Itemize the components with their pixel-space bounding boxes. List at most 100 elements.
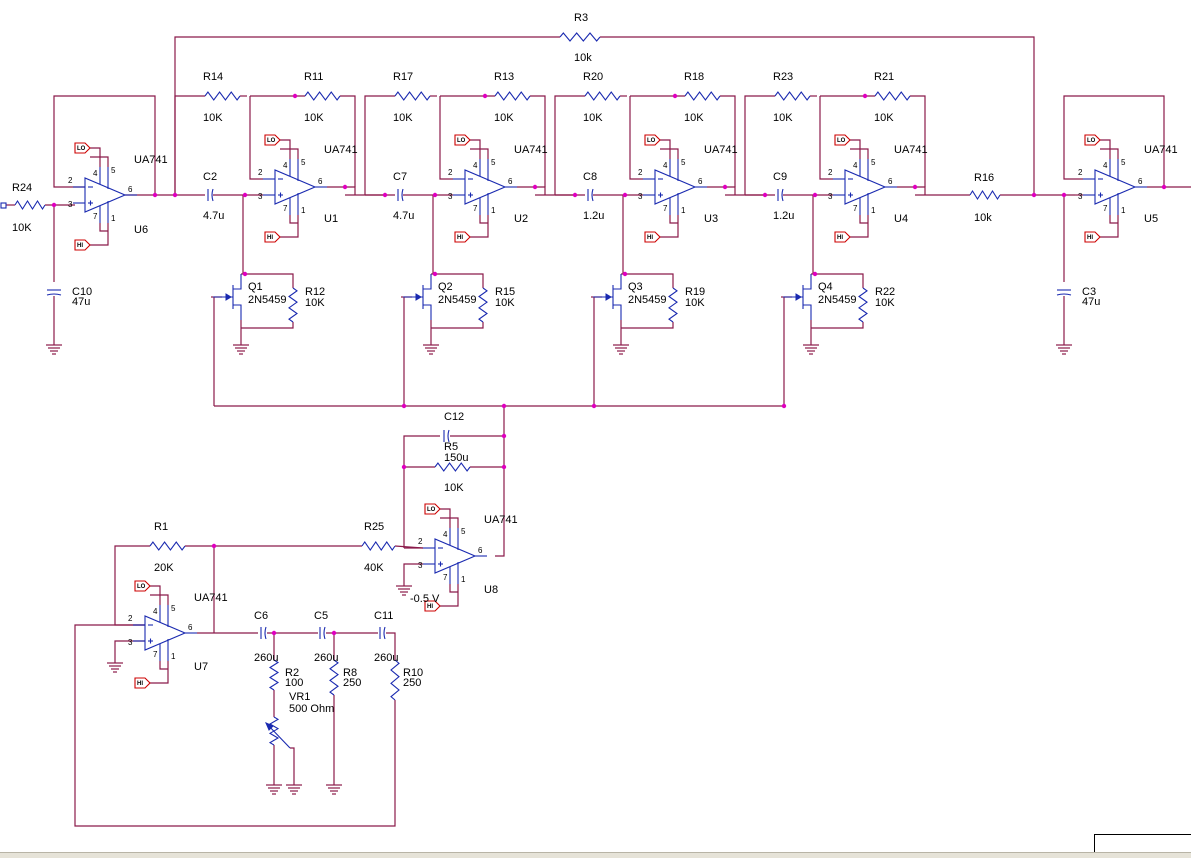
pin-number: 1	[111, 214, 116, 223]
lo-port-icon	[454, 134, 471, 146]
pin-number: 5	[491, 158, 496, 167]
resistor-value: 10K	[12, 222, 32, 234]
hi-port-icon	[264, 231, 281, 243]
capacitor-symbol	[591, 188, 594, 202]
pin-number: 5	[301, 158, 306, 167]
pin-number: 2	[128, 614, 133, 623]
supply-wire	[280, 215, 299, 238]
supply-wire	[159, 661, 168, 670]
jfet-symbol	[233, 274, 242, 290]
resistor-symbol	[204, 91, 241, 101]
wire	[600, 36, 1035, 195]
pot-ref: VR1	[289, 691, 310, 703]
wire	[621, 322, 674, 329]
resistor-value: 10K	[203, 112, 223, 124]
junction-dot	[622, 192, 628, 198]
pin-number: 4	[663, 161, 668, 170]
capacitor-value: 1.2u	[583, 210, 604, 222]
supply-wire	[660, 148, 679, 159]
supply-wire	[859, 215, 868, 224]
resistor-ref: R19	[685, 286, 705, 298]
wire	[783, 296, 792, 406]
wire	[819, 96, 833, 180]
supply-wire	[669, 215, 678, 224]
capacitor-value: 260u	[314, 652, 338, 664]
wire	[744, 95, 775, 195]
pot-value: 500 Ohm	[289, 703, 334, 715]
wire	[530, 95, 546, 187]
resistor-ref: R8	[343, 667, 357, 679]
resistor-ref: R17	[393, 71, 413, 83]
supply-wire	[1100, 148, 1119, 159]
jfet-model: 2N5459	[438, 294, 477, 306]
bias-voltage-label: -0.5 V	[410, 593, 440, 605]
supply-wire	[90, 156, 109, 167]
junction-dot	[1031, 192, 1037, 198]
resistor-symbol	[288, 287, 298, 323]
capacitor-value: 47u	[1082, 296, 1100, 308]
capacitor-ref: C2	[203, 171, 217, 183]
hi-port-label: HI	[457, 235, 463, 241]
supply-wire	[470, 139, 481, 159]
junction-dot	[812, 192, 818, 198]
capacitor-ref: C6	[254, 610, 268, 622]
junction-dot	[211, 543, 217, 549]
wire	[290, 747, 295, 785]
jfet-arrow-icon	[795, 293, 802, 301]
supply-wire	[470, 148, 489, 159]
pin-number: 7	[93, 212, 98, 221]
pin-number: 6	[1138, 177, 1143, 186]
lo-port-label: LO	[267, 138, 276, 144]
jfet-arrow-icon	[605, 293, 612, 301]
lo-port-label: LO	[457, 138, 466, 144]
wire	[403, 563, 423, 586]
lo-port-label: LO	[77, 146, 86, 152]
opamp-model: UA741	[134, 154, 168, 166]
resistor-value: 10K	[773, 112, 793, 124]
resistor-value: 10K	[444, 482, 464, 494]
junction-dot	[172, 192, 178, 198]
resistor-value: 10K	[875, 297, 895, 309]
resistor-ref: R22	[875, 286, 895, 298]
opamp-ref: U5	[1144, 213, 1158, 225]
opamp-model: UA741	[704, 144, 738, 156]
resistor-value: 10K	[684, 112, 704, 124]
jfet-model: 2N5459	[818, 294, 857, 306]
wire	[174, 95, 205, 195]
capacitor-ref: C11	[374, 610, 393, 622]
junction-dot	[51, 202, 57, 208]
supply-wire	[1109, 215, 1118, 224]
resistor-symbol	[394, 91, 431, 101]
pin-number: 7	[473, 204, 478, 213]
capacitor-symbol	[383, 626, 386, 640]
capacitor-value: 260u	[374, 652, 398, 664]
wire	[249, 96, 263, 180]
supply-wire	[289, 215, 298, 224]
jfet-arrow-icon	[225, 293, 232, 301]
hi-port-label: HI	[647, 235, 653, 241]
resistor-ref: R16	[974, 172, 994, 184]
jfet-symbol	[423, 274, 432, 290]
capacitor-value: 260u	[254, 652, 278, 664]
wire	[720, 95, 736, 187]
resistor-ref: R15	[495, 286, 515, 298]
junction-dot	[1161, 184, 1167, 190]
supply-wire	[850, 215, 869, 238]
pin-number: 3	[258, 192, 263, 201]
pin-number: 3	[1078, 192, 1083, 201]
capacitor-value: 1.2u	[773, 210, 794, 222]
supply-wire	[660, 139, 671, 159]
junction-dot	[242, 271, 248, 277]
junction-dot	[331, 630, 337, 636]
jfet-symbol	[233, 304, 242, 320]
wire	[593, 296, 602, 406]
resistor-symbol	[14, 199, 46, 211]
lo-port-icon	[834, 134, 851, 146]
supply-wire	[280, 148, 299, 159]
resistor-ref: R11	[304, 71, 323, 83]
supply-wire	[479, 215, 488, 224]
hi-port-label: HI	[77, 243, 83, 249]
resistor-value: 10k	[574, 52, 592, 64]
resistor-symbol	[268, 659, 280, 691]
wire	[53, 95, 156, 195]
